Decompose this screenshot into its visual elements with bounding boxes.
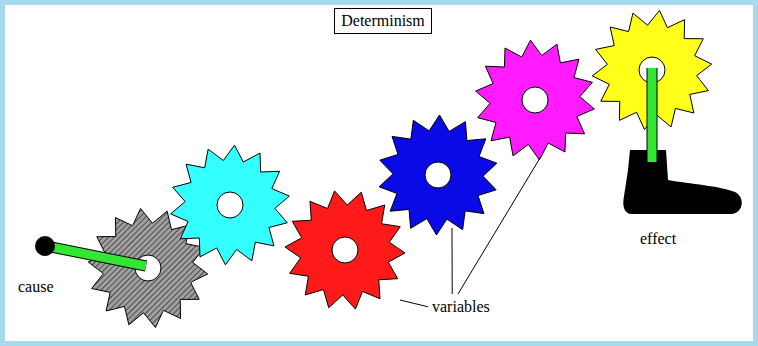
figure-label: cause [18, 278, 54, 296]
gear-body [476, 40, 595, 160]
gear-hole [332, 237, 358, 263]
figure-label: variables [432, 298, 490, 316]
leader-line [400, 300, 428, 307]
title: Determinism [341, 12, 425, 30]
figure-label: effect [640, 230, 676, 248]
label-holder: effect [640, 230, 676, 248]
gear-body [379, 115, 497, 235]
gear-hole [217, 192, 243, 218]
leader-line [452, 228, 453, 294]
gear-body [285, 191, 405, 309]
blue-gear [379, 115, 497, 235]
bar-fill [648, 68, 657, 162]
gear-hole [425, 162, 451, 188]
kick-bar [652, 68, 653, 162]
bar-fill [46, 246, 146, 266]
crank-bar [46, 246, 146, 266]
crank-ball [35, 236, 55, 256]
bar-outline [46, 246, 146, 266]
magenta-gear [476, 40, 595, 160]
leader-line [458, 158, 540, 294]
label-holder: variables [432, 298, 490, 316]
title-box: Determinism [334, 8, 432, 34]
cyan-gear [171, 145, 290, 265]
gear-hole [522, 87, 548, 113]
gear-body [171, 145, 290, 265]
red-gear [285, 191, 405, 309]
label-holder: cause [18, 278, 54, 296]
boot-figure [623, 150, 742, 214]
bar-outline [647, 68, 658, 162]
